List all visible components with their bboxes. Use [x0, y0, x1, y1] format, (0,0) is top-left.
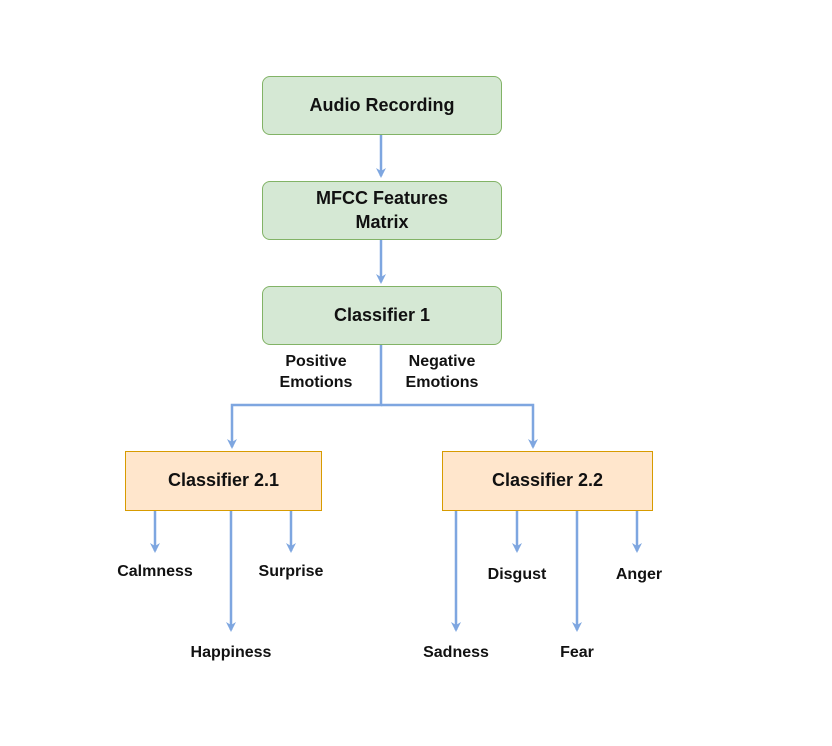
negative-emotions-label: Negative Emotions	[405, 353, 479, 391]
emotion-surprise: Surprise	[258, 563, 324, 580]
classifier-2-2-node: Classifier 2.2	[442, 451, 653, 511]
emotion-calmness: Calmness	[117, 563, 193, 580]
edge-classifier1-to-classifier21	[227, 345, 383, 449]
classifier-1-node: Classifier 1	[262, 286, 502, 345]
emotion-happiness: Happiness	[190, 644, 272, 661]
audio-recording-node: Audio Recording	[262, 76, 502, 135]
emotion-sadness: Sadness	[423, 644, 489, 661]
emotion-disgust: Disgust	[487, 566, 547, 583]
edge-classifier1-to-classifier22	[381, 403, 538, 449]
emotion-fear: Fear	[560, 644, 594, 661]
mfcc-features-node: MFCC Features Matrix	[262, 181, 502, 240]
classifier-2-1-node: Classifier 2.1	[125, 451, 322, 511]
positive-emotions-label: Positive Emotions	[279, 353, 353, 391]
emotion-anger: Anger	[615, 566, 663, 583]
